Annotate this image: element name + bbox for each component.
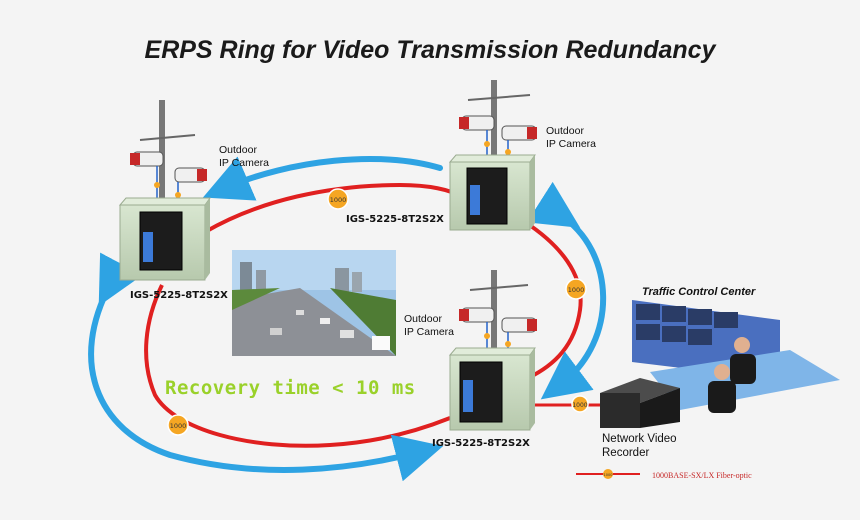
switch-cabinet-top [448,80,537,231]
arrow-top [202,155,443,201]
highway-photo [232,250,396,356]
protection-arrows [88,155,607,482]
svg-text:1000: 1000 [572,402,587,409]
switch-cabinet-bottom [448,270,537,431]
badge-1: 1000 [327,188,349,210]
camera-icon [459,307,537,333]
network-video-recorder [600,378,680,428]
badge-4: 1000 [571,395,589,413]
camera-icon [130,151,207,183]
camera-icon [459,115,537,141]
link-badges: 1000 1000 1000 1000 [167,188,589,436]
svg-text:1000: 1000 [170,422,187,430]
control-room [632,300,840,413]
camera-label-top: Outdoor IP Camera [546,125,596,150]
svg-text:1000: 1000 [568,286,585,294]
switch-cabinet-left [118,100,211,281]
legend: 1000 [576,469,640,479]
badge-2: 1000 [565,278,587,300]
switch-model-left: IGS-5225-8T2S2X [130,290,228,301]
camera-label-left: Outdoor IP Camera [219,144,269,169]
nvr-label: Network Video Recorder [602,433,677,459]
badge-3: 1000 [167,414,189,436]
switch-model-bottom: IGS-5225-8T2S2X [432,438,530,449]
arrow-right [526,181,607,400]
traffic-control-center-label: Traffic Control Center [642,286,756,298]
legend-label: 1000BASE-SX/LX Fiber-optic [652,471,752,480]
diagram-title: ERPS Ring for Video Transmission Redunda… [144,36,716,64]
switch-model-top: IGS-5225-8T2S2X [346,214,444,225]
svg-text:1000: 1000 [330,196,347,204]
arrow-bottom [88,252,444,482]
svg-text:1000: 1000 [604,473,613,477]
recovery-time-text: Recovery time < 10 ms [165,377,416,399]
ring-segment-top [203,182,462,234]
camera-label-bottom: Outdoor IP Camera [404,313,454,338]
